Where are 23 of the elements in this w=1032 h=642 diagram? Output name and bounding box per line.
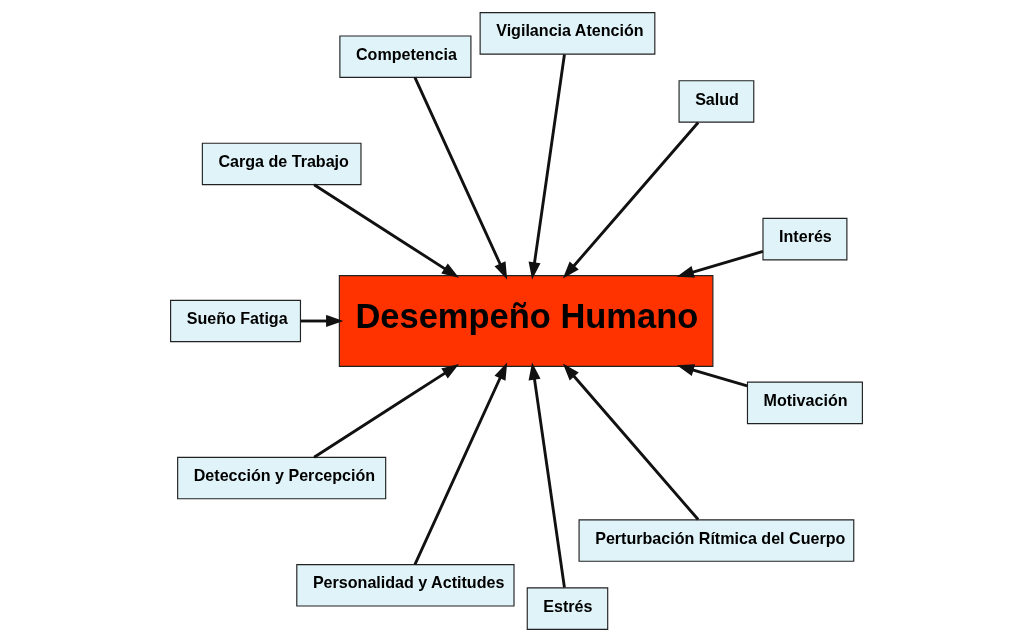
node-box: Vigilancia Atención <box>479 12 655 55</box>
arrow <box>528 54 566 280</box>
arrow <box>562 363 699 521</box>
node-box: Desempeño Humano <box>338 275 713 367</box>
node-box: Personalidad y Actitudes <box>295 564 515 607</box>
arrow <box>676 364 748 388</box>
node-box: Interés <box>761 217 847 261</box>
arrow <box>676 250 763 278</box>
node-box: Perturbación Rítmica del Cuerpo <box>578 519 854 562</box>
node-box: Detección y Percepción <box>176 456 386 500</box>
arrow <box>312 183 459 278</box>
arrow <box>413 362 507 566</box>
arrow <box>528 362 566 588</box>
node-box: Motivación <box>746 381 863 425</box>
node-box: Salud <box>678 80 754 123</box>
node-box: Carga de Trabajo <box>201 142 362 186</box>
arrow <box>300 314 343 328</box>
node-box: Sueño Fatiga <box>169 299 301 343</box>
arrow <box>413 76 507 280</box>
node-box: Competencia <box>338 35 471 78</box>
arrow <box>312 364 459 459</box>
arrow <box>562 121 699 279</box>
node-box: Estrés <box>526 587 608 630</box>
